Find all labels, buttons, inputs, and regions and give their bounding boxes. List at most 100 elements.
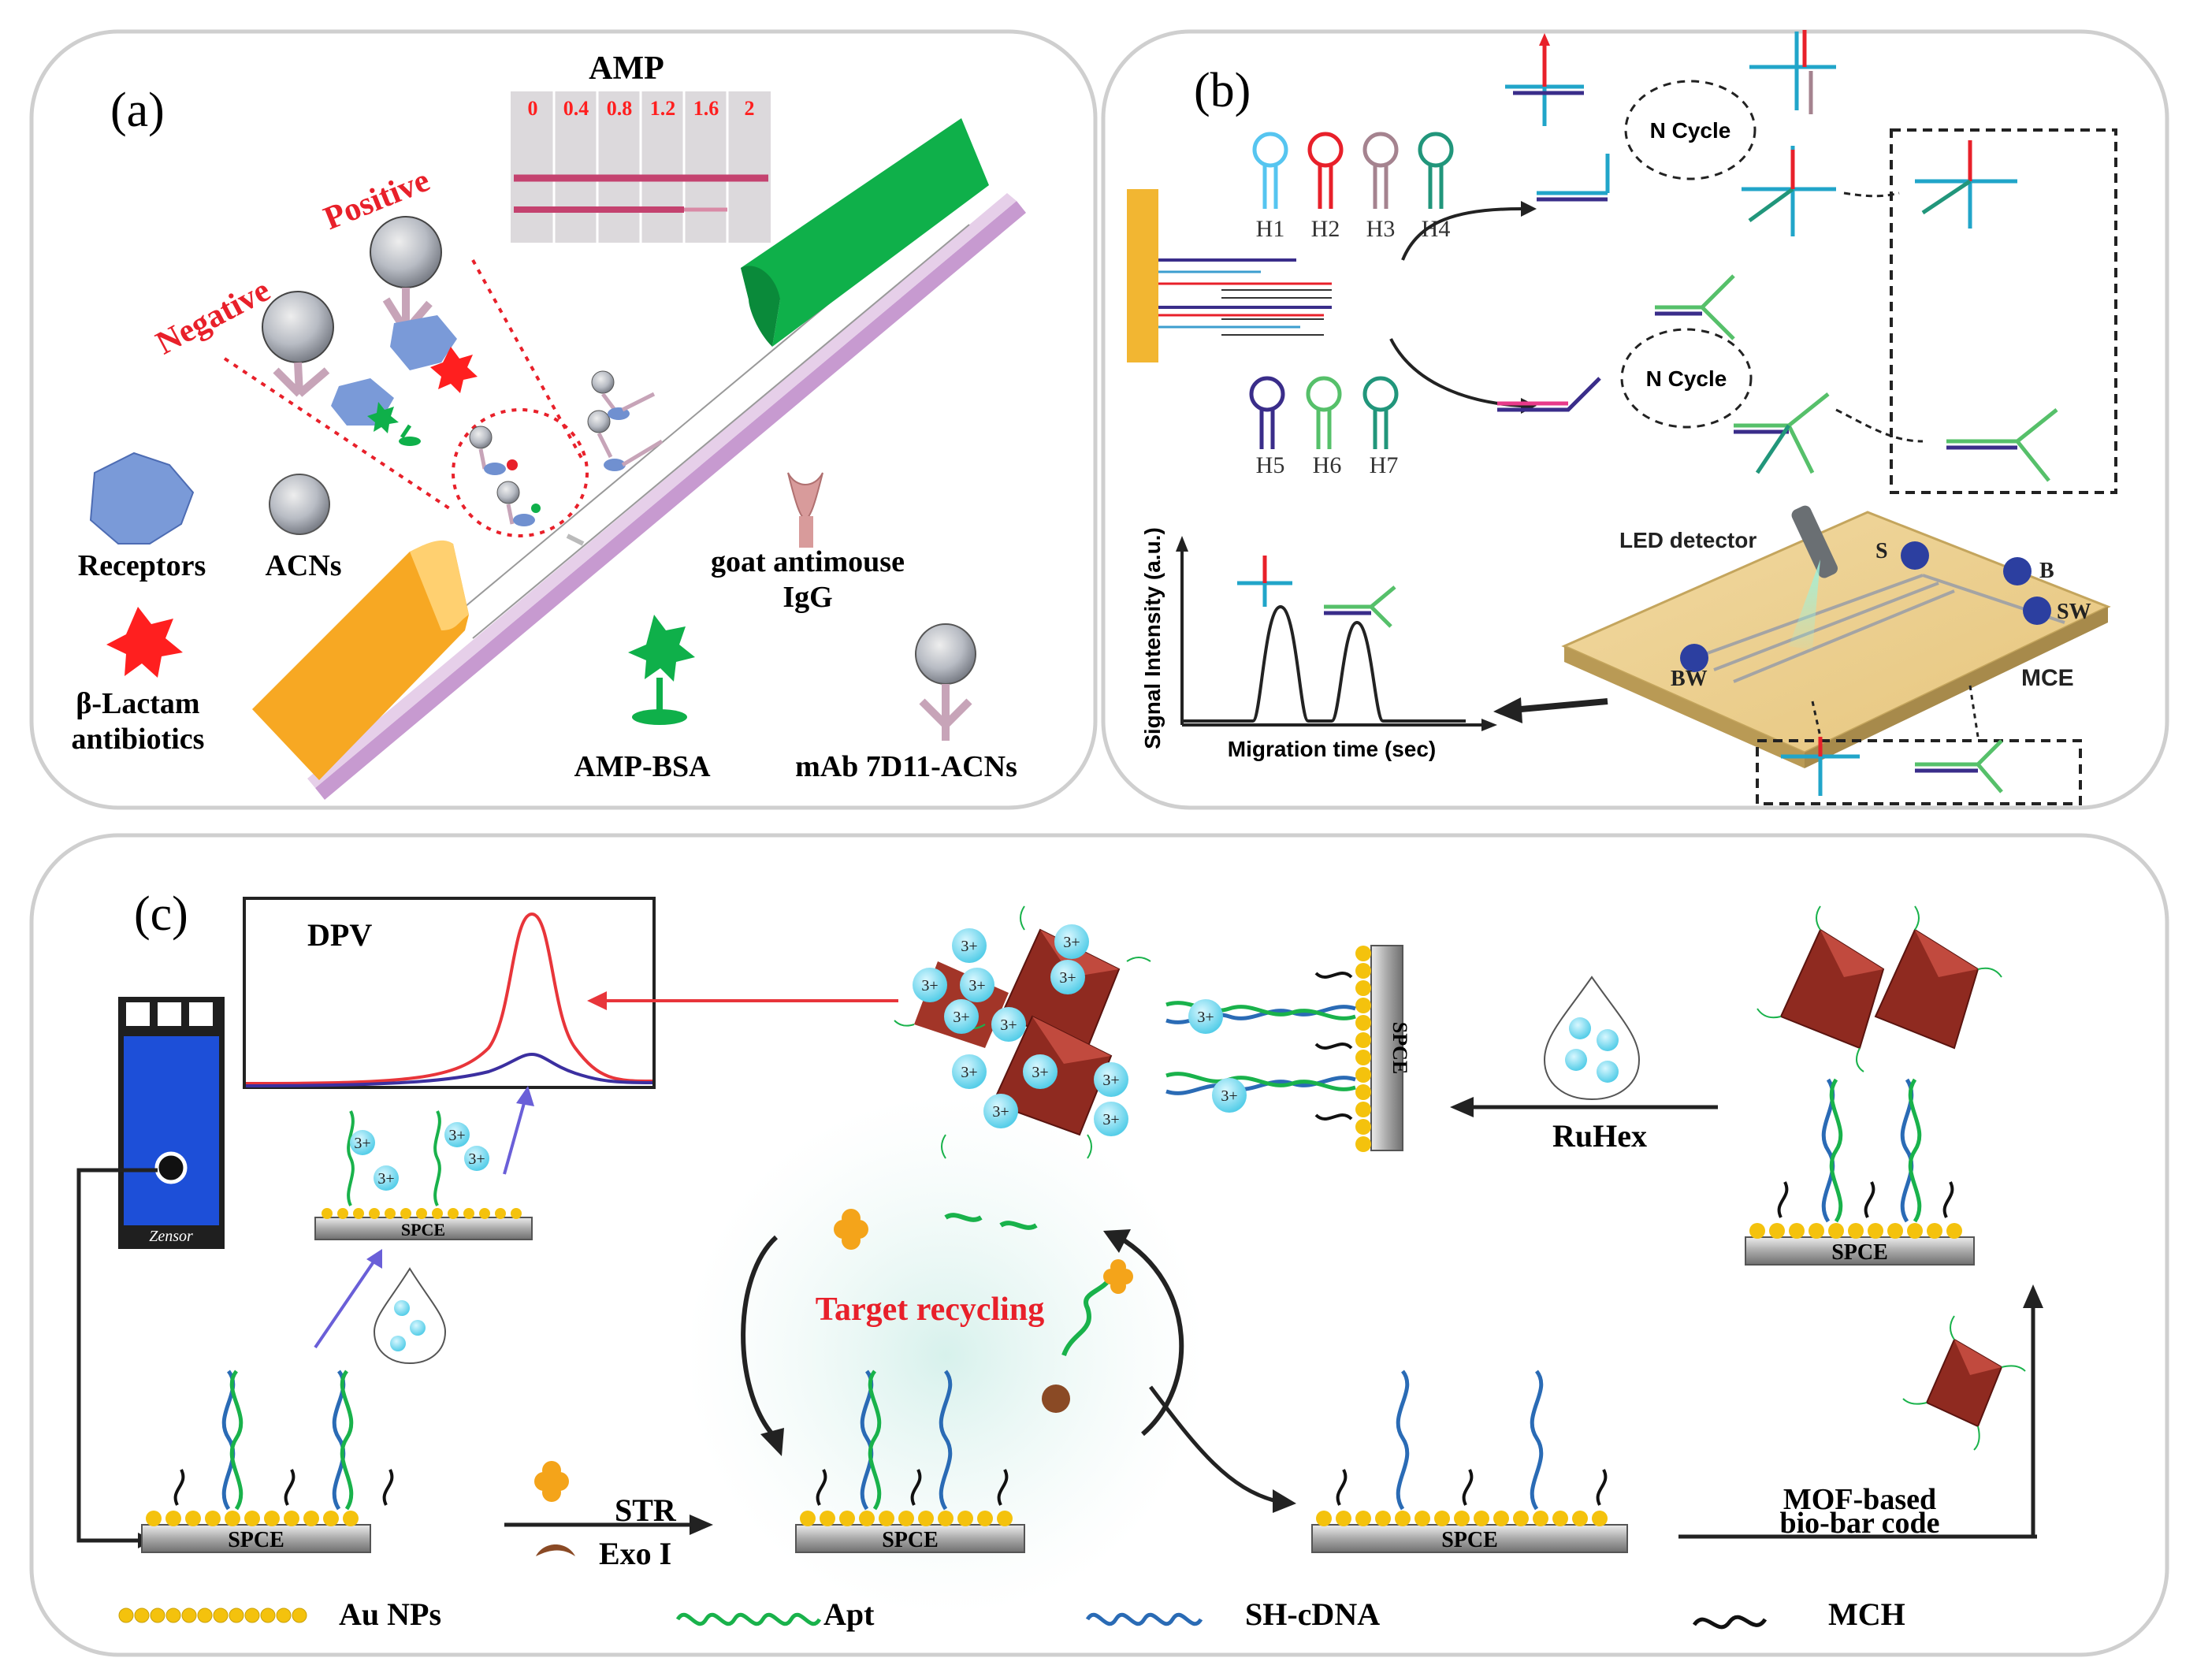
- legend-mch: MCH: [1692, 1596, 1905, 1632]
- hairpin-h5: H5: [1256, 452, 1285, 478]
- svg-text:MCH: MCH: [1828, 1596, 1905, 1632]
- svg-text:3+: 3+: [1221, 1087, 1237, 1105]
- svg-text:3+: 3+: [1197, 1009, 1214, 1026]
- hairpin-h2: H2: [1311, 216, 1340, 242]
- svg-text:SW: SW: [2057, 600, 2091, 624]
- svg-text:IgG: IgG: [783, 581, 832, 614]
- legend-acns: ACNs: [265, 474, 342, 582]
- dpv-plot: DPV: [243, 897, 656, 1089]
- negative-complex: [262, 291, 421, 446]
- legend-goat-igg: goat antimouse IgG: [711, 472, 905, 614]
- hairpin-h1: H1: [1256, 216, 1285, 242]
- ruhex-ions: 3+3+ 3+3+ 3+3+ 3+3+ 3+3+ 3+3+ 3+3+: [913, 924, 1247, 1136]
- spce-center: SPCE: [795, 1370, 1025, 1553]
- svg-text:SPCE: SPCE: [882, 1528, 939, 1552]
- legend-c: Au NPs Apt SH-cDNA MCH: [118, 1596, 1905, 1632]
- svg-text:ACNs: ACNs: [265, 549, 341, 582]
- strip-particles: [469, 370, 664, 546]
- port-b: [2003, 557, 2032, 585]
- mab-acn-icon: [915, 623, 976, 685]
- svg-text:DPV: DPV: [307, 917, 372, 953]
- ruhex-drop-small: [373, 1267, 447, 1365]
- acn-sphere-icon: [269, 474, 330, 535]
- strip-conc-4: 1.6: [693, 97, 719, 120]
- svg-text:3+: 3+: [961, 938, 977, 955]
- target-recycling-label: Target recycling: [816, 1292, 1044, 1328]
- port-sw: [2023, 597, 2051, 625]
- svg-text:SPCE: SPCE: [1441, 1528, 1498, 1552]
- spce-bottom-left: SPCE: [141, 1370, 394, 1553]
- svg-text:Apt: Apt: [823, 1596, 875, 1632]
- panel-b-label: (b): [1194, 64, 1251, 117]
- svg-text:N Cycle: N Cycle: [1646, 366, 1727, 391]
- svg-text:B: B: [2039, 559, 2054, 583]
- exo-icon: [536, 1544, 575, 1556]
- svg-text:3+: 3+: [961, 1064, 977, 1081]
- n-cycle-top: N Cycle: [1624, 80, 1756, 180]
- strip-conc-0: 0: [528, 97, 538, 120]
- svg-text:3+: 3+: [1059, 969, 1076, 987]
- panel-a-label: (a): [110, 84, 165, 137]
- separated-box: [1756, 739, 2082, 805]
- svg-text:SPCE: SPCE: [401, 1220, 445, 1240]
- panel-b: (b) H1 H2 H3: [1101, 29, 2169, 810]
- exo-label: Exo I: [599, 1536, 671, 1571]
- dpv-blue-curve: [245, 1052, 653, 1087]
- port-bw: [1680, 644, 1708, 672]
- led-detector: LED detector: [1619, 505, 1838, 650]
- svg-text:antibiotics: antibiotics: [72, 723, 205, 756]
- svg-text:SPCE: SPCE: [1388, 1022, 1411, 1074]
- peak-trace: [1182, 604, 1466, 723]
- ylabel-b: Signal Intensity (a.u.): [1140, 527, 1165, 749]
- panel-a: (a) AMP 0 0.4 0.8 1.2 1.6 2: [29, 29, 1098, 810]
- svg-text:3+: 3+: [448, 1127, 465, 1144]
- mof-label-2: bio-bar code: [1779, 1507, 1939, 1540]
- strip-photo: AMP 0 0.4 0.8 1.2 1.6 2: [511, 50, 771, 243]
- mof-single: [1902, 1315, 2026, 1451]
- n-cycle-bottom: N Cycle: [1620, 328, 1753, 429]
- legend-receptors: Receptors: [78, 452, 206, 582]
- svg-text:β-Lactam: β-Lactam: [76, 687, 199, 720]
- legend-mab: mAb 7D11-ACNs: [795, 623, 1017, 783]
- dna-junctions: [1497, 30, 2058, 482]
- xlabel-b: Migration time (sec): [1228, 737, 1436, 761]
- spce-cdna: SPCE: [1311, 1370, 1628, 1553]
- svg-text:Receptors: Receptors: [78, 549, 206, 582]
- goat-igg-icon: [787, 472, 823, 522]
- zensor-device: Zensor: [118, 997, 225, 1249]
- spce-right: SPCE: [1745, 905, 2002, 1266]
- legend-au-nps: Au NPs: [118, 1596, 441, 1632]
- strip-conc-5: 2: [745, 97, 755, 120]
- panel-c-label: (c): [134, 887, 188, 941]
- zensor-label: Zensor: [149, 1228, 193, 1245]
- svg-text:mAb 7D11-ACNs: mAb 7D11-ACNs: [795, 750, 1017, 783]
- port-s: [1901, 541, 1929, 570]
- absorbent-pad: [741, 118, 989, 347]
- svg-text:LED detector: LED detector: [1619, 528, 1756, 552]
- hairpin-h3: H3: [1366, 216, 1396, 242]
- recycling-glow: [686, 1095, 1206, 1615]
- electropherogram: Signal Intensity (a.u.) Migration time (…: [1140, 527, 1497, 761]
- svg-text:3+: 3+: [953, 1009, 969, 1026]
- electrode-bar: [1127, 189, 1158, 362]
- legend-cdna: SH-cDNA: [1085, 1596, 1380, 1632]
- panel-c: (c) Zensor DPV SPCE: [29, 833, 2169, 1657]
- mce-chip: S B SW BW MCE: [1561, 511, 2111, 768]
- svg-text:3+: 3+: [921, 977, 938, 994]
- legend-apt: Apt: [675, 1596, 875, 1632]
- hairpin-h7: H7: [1370, 452, 1399, 478]
- hairpin-h6: H6: [1313, 452, 1342, 478]
- strip-title: AMP: [589, 50, 664, 87]
- svg-text:3+: 3+: [1000, 1017, 1017, 1034]
- zoom-ellipse: [452, 408, 589, 537]
- legend-antibiotics: β-Lactam antibiotics: [72, 607, 205, 756]
- svg-text:SH-cDNA: SH-cDNA: [1245, 1596, 1380, 1632]
- sample-pad: [252, 544, 469, 780]
- receptor-icon: [89, 452, 195, 545]
- strip-conc-2: 0.8: [607, 97, 633, 120]
- svg-text:3+: 3+: [1032, 1064, 1048, 1081]
- str-label: STR: [615, 1492, 677, 1528]
- strip-conc-3: 1.2: [650, 97, 676, 120]
- svg-text:3+: 3+: [468, 1150, 485, 1168]
